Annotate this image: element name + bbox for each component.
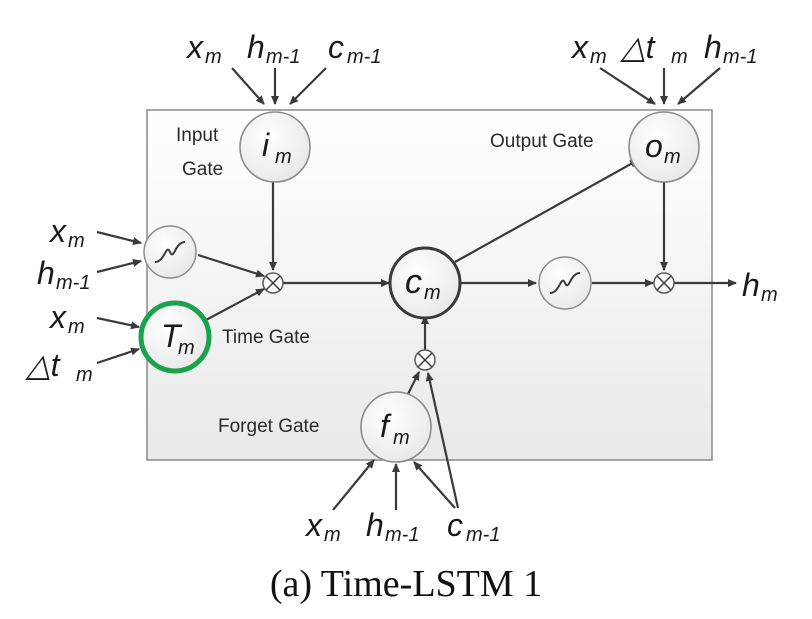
cell-symbol: c [405, 263, 422, 301]
cell-node: c m [388, 246, 462, 320]
edges [96, 67, 737, 511]
var-c: c [447, 507, 463, 543]
var-sub: m [205, 46, 222, 68]
var-h: h [247, 29, 265, 65]
time-gate-node: T m [138, 300, 212, 374]
var-h: h [704, 29, 722, 65]
output-gate-symbol: o [645, 128, 663, 164]
input-gate-subscript: m [275, 146, 292, 168]
var-sub: m-1 [266, 46, 300, 68]
tanh-node [538, 256, 592, 310]
tanh-icon [549, 272, 581, 294]
input-gate-symbol: i [262, 127, 270, 163]
edge-dt-to-time-gate [96, 347, 140, 365]
time-gate-inputs: x m △t m [25, 299, 93, 386]
input-gate-label-line2: Gate [182, 159, 223, 180]
figure-caption: (a) Time-LSTM 1 [270, 563, 542, 605]
sigmoid-inputs: x m h m-1 [37, 213, 90, 294]
output-gate-node: o m [628, 111, 700, 183]
time-gate-label: Time Gate [222, 327, 310, 348]
time-gate-symbol: T [161, 318, 183, 354]
var-sub: m-1 [385, 524, 419, 546]
var-sub: m-1 [56, 272, 90, 294]
edge-hm1-to-output-gate [677, 67, 721, 105]
edge-xm-to-time-gate [96, 316, 140, 330]
forget-gate-node: f m [360, 391, 432, 463]
var-sub: m-1 [347, 46, 381, 68]
sigmoid-icon [154, 241, 186, 263]
edge-cm1-to-forget-gate [413, 461, 456, 509]
var-delta-t: △t [620, 29, 656, 65]
edge-time-gate-to-mult [205, 288, 265, 321]
edge-xm-to-output-gate [599, 67, 656, 105]
forget-gate-inputs: x m h m-1 c m-1 [304, 507, 500, 546]
forget-mult-node [414, 349, 436, 371]
edge-xm-to-sigmoid [96, 230, 142, 245]
cell-subscript: m [424, 282, 441, 304]
var-c: c [328, 29, 344, 65]
var-sub: m-1 [466, 524, 500, 546]
input-gate-label-line1: Input [176, 125, 219, 146]
output-gate-subscript: m [664, 146, 681, 168]
var-h: h [742, 267, 760, 303]
multiply-icon [656, 275, 672, 291]
var-sub: m [324, 524, 341, 546]
output-gate-inputs: x m △t m h m-1 [570, 29, 757, 68]
edge-cell-to-output-gate [454, 159, 639, 263]
output-mult-node [653, 272, 675, 294]
edge-xm-to-input-gate [231, 67, 265, 105]
var-sub: m [68, 316, 85, 338]
forget-gate-label: Forget Gate [218, 416, 319, 437]
var-sub: m [590, 46, 607, 68]
input-mult-node [262, 272, 284, 294]
edge-cm1-to-input-gate [289, 67, 327, 105]
var-sub: m [671, 46, 688, 68]
var-sub: m [761, 284, 778, 306]
output-gate-label: Output Gate [490, 131, 594, 152]
edge-hm1-to-sigmoid [96, 259, 142, 274]
var-sub: m-1 [723, 46, 757, 68]
var-sub: m [68, 230, 85, 252]
var-x: x [304, 507, 323, 543]
input-gate-inputs: x m h m-1 c m-1 [185, 29, 381, 68]
edge-cm1-to-forget-mult [425, 372, 460, 509]
multiply-icon [417, 352, 433, 368]
multiply-icon [265, 275, 281, 291]
edge-xm-to-forget-gate [332, 459, 375, 511]
var-delta-t: △t [25, 347, 61, 383]
var-x: x [48, 213, 67, 249]
var-sub: m [76, 364, 93, 386]
forget-gate-subscript: m [393, 427, 410, 449]
var-x: x [185, 29, 204, 65]
sigmoid-node [143, 225, 197, 279]
input-gate-node: i m [239, 111, 311, 183]
time-gate-subscript: m [178, 337, 195, 359]
edge-sigmoid-to-mult [197, 253, 265, 278]
var-h: h [366, 507, 384, 543]
var-x: x [570, 29, 589, 65]
var-x: x [48, 299, 67, 335]
var-h: h [37, 255, 55, 291]
output-hm: h m [742, 267, 778, 306]
